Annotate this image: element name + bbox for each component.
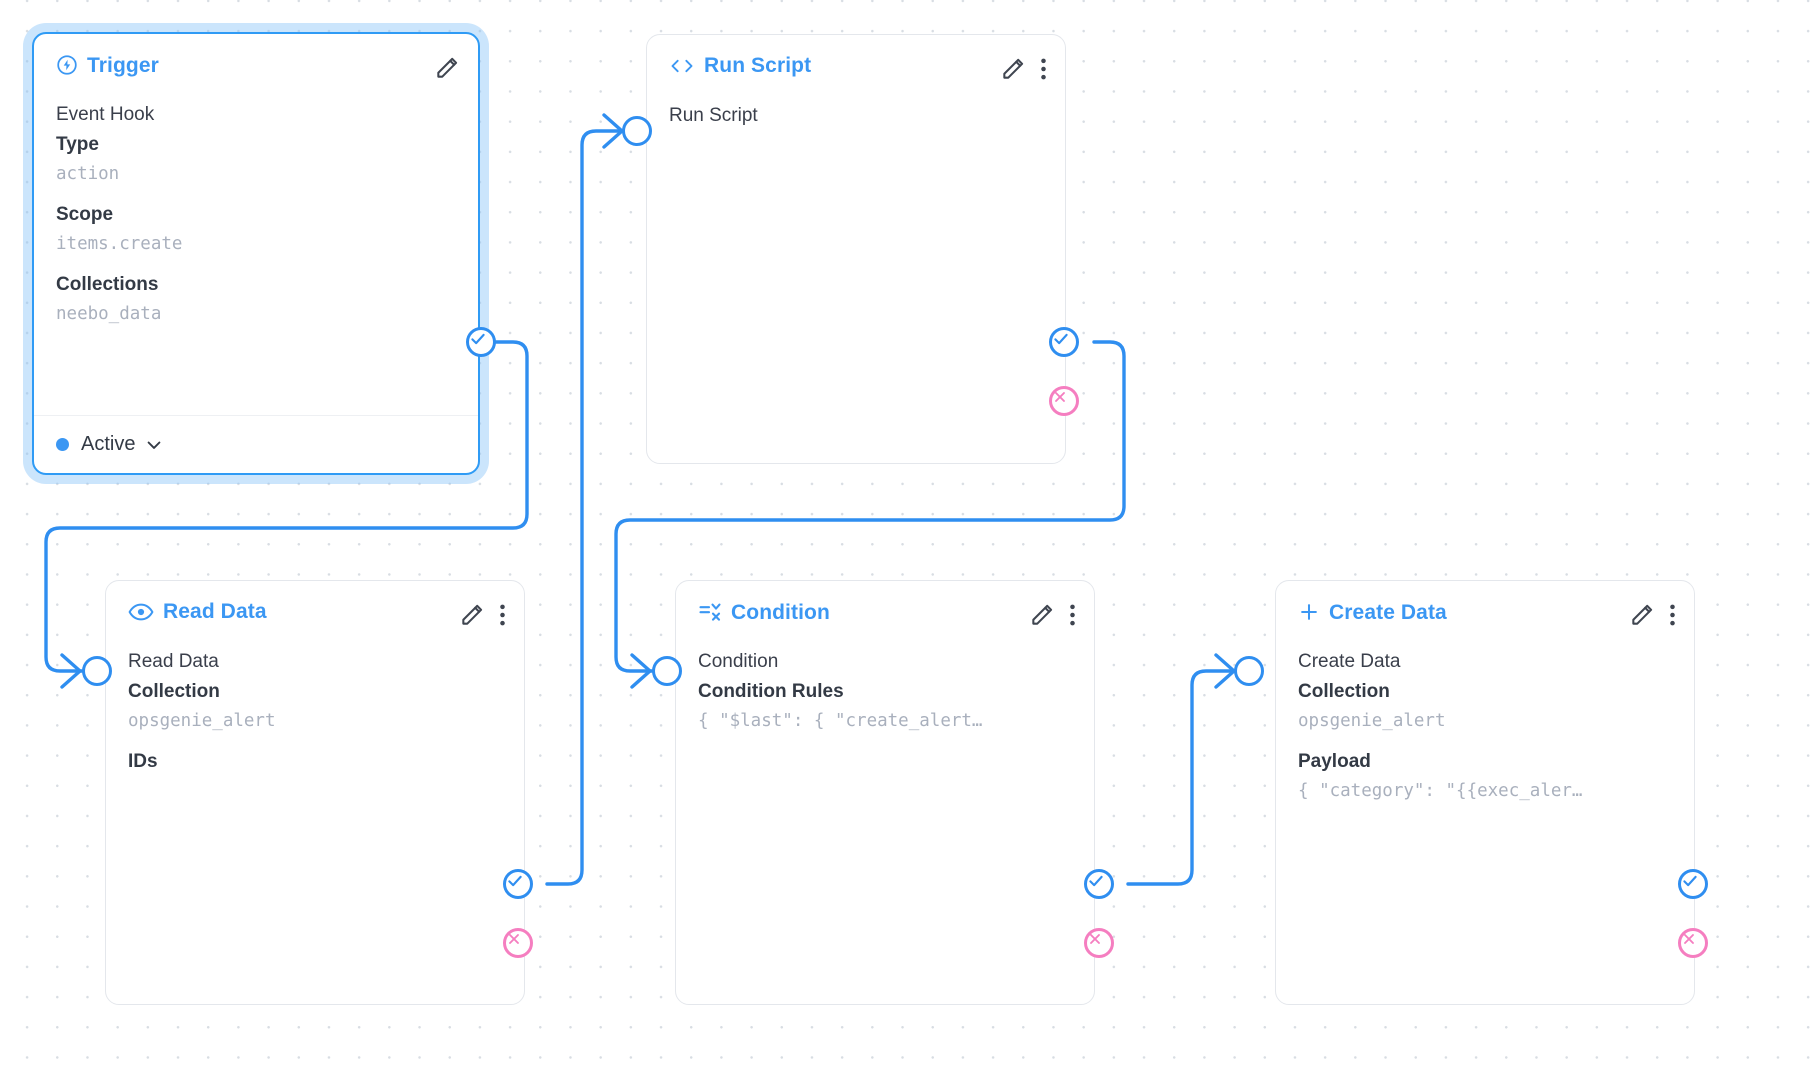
trigger-field-label-1: Scope xyxy=(56,204,114,225)
bolt-circle-icon xyxy=(56,54,78,76)
read-data-input-handle[interactable] xyxy=(82,656,112,686)
status-badge: Active xyxy=(81,433,136,455)
read-data-header-actions xyxy=(459,601,506,628)
read-data-title: Read Data xyxy=(128,601,267,622)
kebab-menu-icon[interactable] xyxy=(499,602,506,628)
node-run-script[interactable]: Run Script Run Script xyxy=(646,34,1066,464)
run-script-header-actions xyxy=(1000,55,1047,82)
read-data-body: Read Data Collection opsgenie_alert IDs xyxy=(106,635,524,777)
read-data-row-name: Read Data xyxy=(128,651,219,672)
kebab-menu-icon[interactable] xyxy=(1669,602,1676,628)
read-data-field-label-1: IDs xyxy=(128,751,158,772)
create-data-title-text: Create Data xyxy=(1329,600,1447,624)
trigger-field-label-2: Collections xyxy=(56,274,159,295)
create-data-field-label-0: Collection xyxy=(1298,681,1390,702)
node-create-data[interactable]: Create Data Create Data Collection opsge… xyxy=(1275,580,1695,1005)
trigger-field-value-0: action xyxy=(56,164,120,184)
code-brackets-icon xyxy=(669,56,695,76)
trigger-header-actions xyxy=(434,54,460,81)
read-data-header: Read Data xyxy=(106,581,524,635)
node-condition[interactable]: Condition Condition Condition Rules { "$… xyxy=(675,580,1095,1005)
run-script-row-name: Run Script xyxy=(669,105,758,126)
kebab-menu-icon[interactable] xyxy=(1040,56,1047,82)
create-data-header: Create Data xyxy=(1276,581,1694,635)
condition-header: Condition xyxy=(676,581,1094,635)
condition-error-handle[interactable] xyxy=(1084,928,1114,958)
pencil-icon[interactable] xyxy=(459,602,485,628)
arrowhead-create-data-in xyxy=(1214,653,1236,689)
create-data-error-handle[interactable] xyxy=(1678,928,1708,958)
node-trigger[interactable]: Trigger Event Hook Type action Scope ite… xyxy=(32,32,480,475)
read-data-field-value-0: opsgenie_alert xyxy=(128,711,276,731)
create-data-input-handle[interactable] xyxy=(1234,656,1264,686)
condition-success-handle[interactable] xyxy=(1084,869,1114,899)
chevron-down-icon[interactable] xyxy=(144,435,164,455)
trigger-body: Event Hook Type action Scope items.creat… xyxy=(34,88,478,329)
read-data-error-handle[interactable] xyxy=(503,928,533,958)
trigger-field-value-1: items.create xyxy=(56,234,183,254)
edge-condition-to-create-data xyxy=(1126,669,1236,886)
create-data-field-value-1: { "category": "{{exec_aler… xyxy=(1298,781,1583,801)
read-data-title-text: Read Data xyxy=(163,600,267,623)
arrowhead-condition-in xyxy=(630,653,652,689)
pencil-icon[interactable] xyxy=(1029,602,1055,628)
run-script-title: Run Script xyxy=(669,55,811,76)
trigger-title-text: Trigger xyxy=(87,53,159,77)
condition-title: Condition xyxy=(698,601,830,623)
condition-row-name: Condition xyxy=(698,651,779,672)
trigger-row-name: Event Hook xyxy=(56,104,155,125)
pencil-icon[interactable] xyxy=(1629,602,1655,628)
create-data-field-label-1: Payload xyxy=(1298,751,1371,772)
condition-input-handle[interactable] xyxy=(652,656,682,686)
trigger-field-label-0: Type xyxy=(56,134,99,155)
create-data-header-actions xyxy=(1629,601,1676,628)
arrowhead-read-data-in xyxy=(60,653,82,689)
read-data-success-handle[interactable] xyxy=(503,869,533,899)
run-script-body: Run Script xyxy=(647,89,1065,131)
read-data-field-label-0: Collection xyxy=(128,681,220,702)
edge-read-data-to-run-script xyxy=(545,129,624,886)
create-data-title: Create Data xyxy=(1298,601,1447,623)
run-script-title-text: Run Script xyxy=(704,54,812,77)
condition-field-value-0: { "$last": { "create_alert… xyxy=(698,711,983,731)
status-dot-icon xyxy=(56,438,69,451)
plus-icon xyxy=(1298,601,1320,623)
trigger-header: Trigger xyxy=(34,34,478,88)
run-script-header: Run Script xyxy=(647,35,1065,89)
trigger-field-value-2: neebo_data xyxy=(56,304,162,324)
trigger-success-handle[interactable] xyxy=(466,327,496,357)
run-script-input-handle[interactable] xyxy=(622,116,652,146)
run-script-error-handle[interactable] xyxy=(1049,386,1079,416)
condition-title-text: Condition xyxy=(731,600,830,624)
trigger-title: Trigger xyxy=(56,54,159,76)
run-script-success-handle[interactable] xyxy=(1049,327,1079,357)
create-data-body: Create Data Collection opsgenie_alert Pa… xyxy=(1276,635,1694,806)
pencil-icon[interactable] xyxy=(434,55,460,81)
kebab-menu-icon[interactable] xyxy=(1069,602,1076,628)
eye-icon xyxy=(128,602,154,622)
pencil-icon[interactable] xyxy=(1000,56,1026,82)
condition-body: Condition Condition Rules { "$last": { "… xyxy=(676,635,1094,736)
condition-field-label-0: Condition Rules xyxy=(698,681,844,702)
create-data-row-name: Create Data xyxy=(1298,651,1401,672)
arrowhead-run-script-in xyxy=(602,113,624,149)
node-read-data[interactable]: Read Data Read Data Collection opsgenie_… xyxy=(105,580,525,1005)
create-data-success-handle[interactable] xyxy=(1678,869,1708,899)
create-data-field-value-0: opsgenie_alert xyxy=(1298,711,1446,731)
trigger-status-bar[interactable]: Active xyxy=(34,415,478,473)
condition-header-actions xyxy=(1029,601,1076,628)
filter-condition-icon xyxy=(698,601,722,623)
